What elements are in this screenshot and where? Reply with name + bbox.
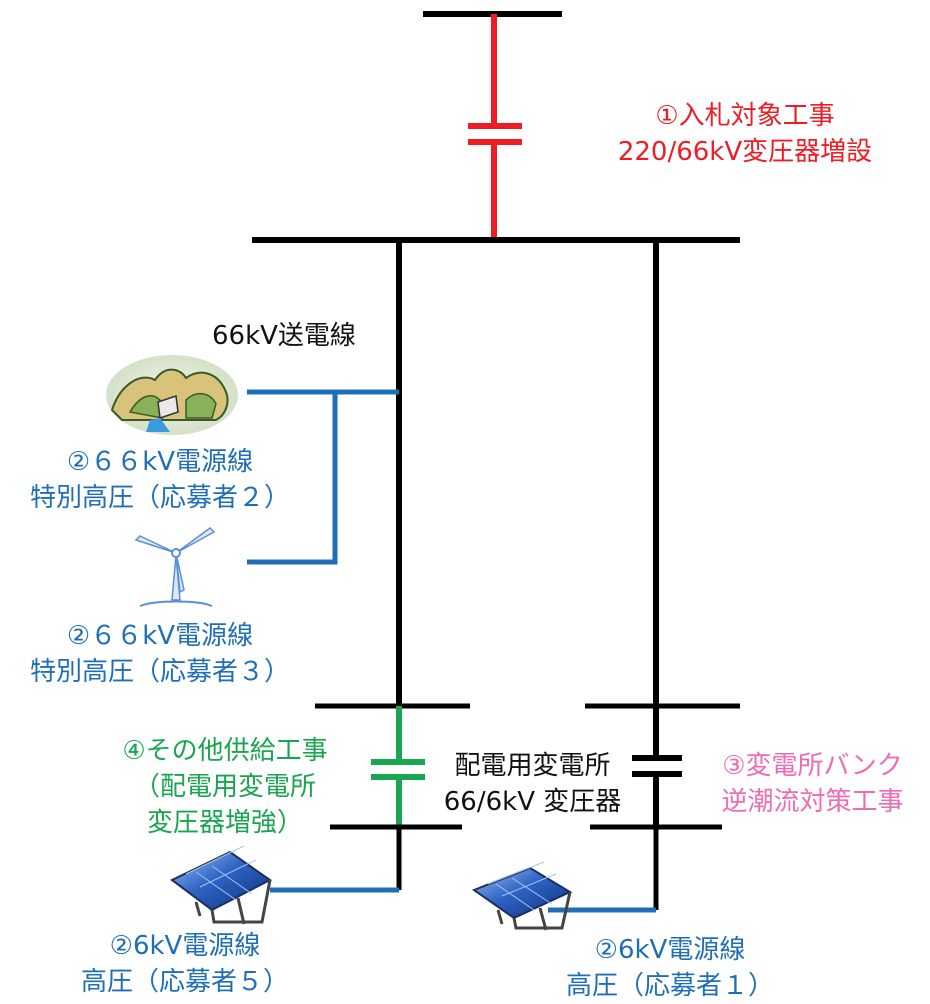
substation-label-line1: 配電用変電所 <box>454 751 611 781</box>
wind-turbine-icon <box>134 527 216 607</box>
gen5-label: ②6kV電源線 高圧（応募者５） <box>60 928 310 1000</box>
gen1-label: ②6kV電源線 高圧（応募者１） <box>540 932 800 1004</box>
gen2-label: ②６６kV電源線 特別高圧（応募者２） <box>10 444 310 516</box>
solar-panel-icon <box>471 861 573 931</box>
bid-work-label: ①入札対象工事 220/66kV変圧器増設 <box>565 98 925 170</box>
gen5-label-line2: 高圧（応募者５） <box>80 967 289 997</box>
gen3-label-line1: ②６６kV電源線 <box>66 621 254 651</box>
gen5-label-line1: ②6kV電源線 <box>109 931 261 961</box>
solar-panel-icon <box>170 845 272 925</box>
transmission-line-label: 66kV送電線 <box>212 321 356 351</box>
gen1-label-line1: ②6kV電源線 <box>594 935 746 965</box>
bid-work-label-line2: 220/66kV変圧器増設 <box>617 137 873 167</box>
bank-work-label-line1: ③変電所バンク <box>722 751 903 781</box>
gen2-label-line2: 特別高圧（応募者２） <box>29 483 290 513</box>
dam-icon <box>106 355 238 435</box>
bank-work-label: ③変電所バンク 逆潮流対策工事 <box>700 748 925 820</box>
substation-label-line2: 66/6kV 変圧器 <box>443 787 622 817</box>
gen2-label-line1: ②６６kV電源線 <box>66 447 254 477</box>
other-supply-label-line2: （配電用変電所 <box>133 772 316 802</box>
other-supply-label-line3: 変圧器増強） <box>146 808 303 838</box>
gen3-label-line2: 特別高圧（応募者３） <box>29 657 290 687</box>
other-supply-label: ④その他供給工事 （配電用変電所 変圧器増強） <box>95 733 355 841</box>
bid-work-label-line1: ①入札対象工事 <box>655 101 835 131</box>
bank-work-label-line2: 逆潮流対策工事 <box>721 787 904 817</box>
substation-label: 配電用変電所 66/6kV 変圧器 <box>420 748 645 820</box>
gen1-label-line2: 高圧（応募者１） <box>565 971 774 1001</box>
gen3-label: ②６６kV電源線 特別高圧（応募者３） <box>10 618 310 690</box>
other-supply-label-line1: ④その他供給工事 <box>122 736 328 766</box>
gen3-line <box>247 392 338 565</box>
